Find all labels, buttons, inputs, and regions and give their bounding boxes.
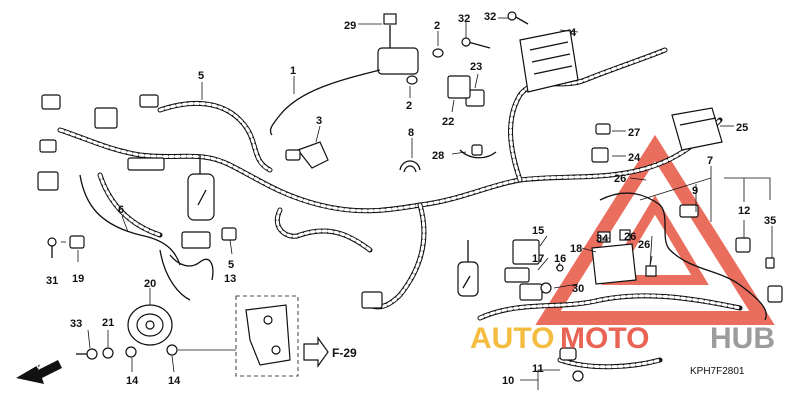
part-number-label: 3 (316, 115, 322, 127)
part-number-label: 31 (46, 275, 58, 287)
band-part-28 (459, 144, 497, 159)
horn-part-20 (127, 304, 173, 346)
part-number-label: 2 (406, 100, 412, 112)
connector-part-24 (591, 147, 609, 163)
reference-label: F-29 (332, 346, 357, 360)
connector-part-22 (447, 75, 471, 99)
battery-box-part-18 (591, 229, 657, 285)
bolt-part-33 (76, 348, 98, 360)
connector-center-bottom (361, 291, 383, 309)
part-number-label: 2 (434, 20, 440, 32)
watermark-logo: AUTO MOTO HUB (470, 322, 775, 355)
part-number-label: 18 (570, 243, 582, 255)
watermark-auto-text: AUTO (470, 322, 554, 355)
part-number-label: 17 (532, 253, 544, 265)
part-number-label: 26 (614, 173, 626, 185)
battery-cable-part-10 (477, 293, 743, 382)
sub-harness-part-6 (79, 174, 214, 301)
ignition-coil-part-29 (269, 13, 419, 136)
reference-arrow (303, 336, 329, 368)
part-number-label: 9 (692, 185, 698, 197)
regulator-part-4 (519, 29, 579, 93)
clip-part-27 (595, 123, 611, 135)
washer-part-2 (406, 48, 444, 85)
part-number-label: 6 (118, 204, 124, 216)
watermark-moto-text: MOTO (560, 322, 649, 355)
plug-cap-part-3 (285, 141, 329, 169)
right-harness (599, 192, 783, 321)
part-number-label: 26 (638, 239, 650, 251)
part-number-label: 4 (570, 27, 577, 39)
connector-part-13 (221, 227, 237, 241)
part-number-label: 14 (168, 375, 181, 387)
part-number-label: 26 (624, 231, 636, 243)
part-number-label: 19 (72, 273, 84, 285)
part-number-label: 28 (432, 150, 444, 162)
washer-part-21 (102, 347, 114, 359)
part-number-label: 35 (764, 215, 776, 227)
part-number-label: 1 (290, 65, 296, 77)
front-direction-arrow (16, 360, 62, 384)
leader-lines (61, 17, 773, 390)
watermark-hub-text: HUB (710, 322, 775, 355)
part-number-label: 5 (228, 259, 234, 271)
part-number-label: 34 (596, 233, 609, 245)
part-number-label: 20 (144, 278, 156, 290)
part-number-label: 5 (198, 70, 204, 82)
part-number-label: 8 (408, 127, 414, 139)
part-number-label: 23 (470, 61, 482, 73)
part-number-label: 27 (628, 127, 640, 139)
reference-bracket-box (178, 295, 299, 377)
part-number-label: 13 (224, 273, 236, 285)
part-number-label: 12 (738, 205, 750, 217)
cap-part-5-upper (187, 155, 215, 221)
part-number-label: 30 (572, 283, 584, 295)
diagram-code: KPH7F2801 (690, 366, 745, 377)
part-number-labels: 1 2 2 3 4 5 5 6 7 8 9 10 11 12 13 14 14 … (46, 11, 776, 387)
left-harness-connectors (37, 94, 165, 191)
part-number-label: 11 (532, 363, 544, 375)
washer-part-14 (125, 344, 178, 358)
capacitor-center (457, 240, 479, 297)
clamp-part-8 (399, 160, 421, 173)
main-wire-harness (57, 47, 723, 310)
ignition-module-part-25 (671, 107, 723, 151)
part-number-label: 14 (126, 375, 139, 387)
part-number-label: 10 (502, 375, 514, 387)
part-number-label: 15 (532, 225, 544, 237)
part-number-label: 21 (102, 317, 114, 329)
part-number-label: 22 (442, 116, 454, 128)
part-number-label: 7 (707, 155, 713, 167)
part-number-label: 32 (458, 13, 470, 25)
part-number-label: 24 (628, 152, 641, 164)
clip-part-19 (69, 235, 85, 249)
bolt-part-31 (47, 237, 57, 258)
part-number-label: 32 (484, 11, 496, 23)
part-number-label: 29 (344, 20, 356, 32)
part-number-label: 16 (554, 253, 566, 265)
fuse-box-part-15 (504, 239, 564, 301)
part-number-label: 25 (736, 122, 748, 134)
part-number-label: 33 (70, 318, 82, 330)
